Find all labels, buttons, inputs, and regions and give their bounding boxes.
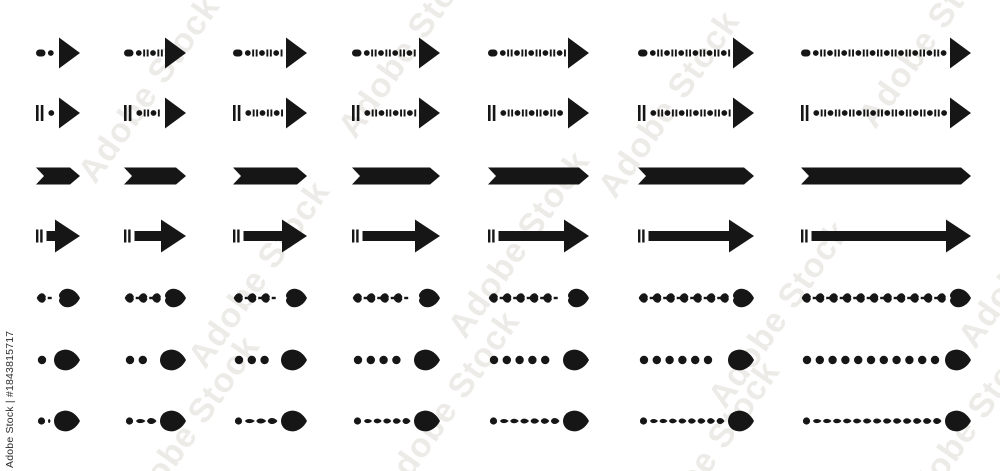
arrow-ribbon-banner-arrow-size-3	[233, 167, 307, 185]
arrow-teardrop-chain-arrow-size-7	[802, 410, 971, 432]
arrow-teardrop-chain-arrow-size-5	[489, 410, 589, 432]
arrow-dash-dot-line-arrow-size-1	[36, 37, 80, 69]
arrow-heart-chain-arrow-size-4	[352, 288, 440, 308]
arrow-teardrop-chain-arrow-size-2	[125, 410, 186, 432]
arrow-double-bar-dash-dot-arrow-size-2	[124, 97, 186, 129]
arrow-dash-dot-line-arrow-size-5	[488, 37, 589, 69]
arrow-heart-chain-arrow-size-2	[124, 288, 186, 308]
arrow-double-bar-solid-arrow-size-7	[801, 219, 971, 253]
arrow-ribbon-banner-arrow-size-2	[124, 167, 186, 185]
arrow-dash-dot-line-arrow-size-2	[124, 37, 186, 69]
arrow-teardrop-chain-arrow-size-4	[353, 410, 440, 432]
arrow-double-bar-dash-dot-arrow-size-3	[233, 97, 307, 129]
arrow-double-bar-dash-dot-arrow-size-1	[36, 97, 80, 129]
arrow-double-bar-solid-arrow-size-4	[352, 219, 440, 253]
arrow-heart-chain-arrow-size-6	[638, 288, 754, 308]
arrow-ribbon-banner-arrow-size-7	[801, 167, 971, 185]
stock-credit-text: Adobe Stock | #1843815717	[4, 330, 16, 468]
arrow-dotted-leaf-arrow-size-6	[639, 349, 754, 371]
arrow-dash-dot-line-arrow-size-3	[233, 37, 307, 69]
arrow-double-bar-solid-arrow-size-2	[124, 219, 186, 253]
arrow-dotted-leaf-arrow-size-7	[802, 349, 971, 371]
arrow-double-bar-solid-arrow-size-6	[638, 219, 754, 253]
arrow-heart-chain-arrow-size-5	[488, 288, 589, 308]
arrow-teardrop-chain-arrow-size-3	[234, 410, 307, 432]
arrow-dash-dot-line-arrow-size-4	[352, 37, 440, 69]
arrow-double-bar-dash-dot-arrow-size-6	[638, 97, 754, 129]
arrow-ribbon-banner-arrow-size-6	[638, 167, 754, 185]
arrow-heart-chain-arrow-size-3	[233, 288, 307, 308]
arrow-dotted-leaf-arrow-size-2	[125, 349, 186, 371]
arrow-ribbon-banner-arrow-size-1	[36, 167, 80, 185]
arrow-double-bar-dash-dot-arrow-size-5	[488, 97, 589, 129]
arrow-teardrop-chain-arrow-size-6	[639, 410, 754, 432]
arrow-double-bar-solid-arrow-size-3	[233, 219, 307, 253]
arrow-dotted-leaf-arrow-size-1	[37, 349, 80, 371]
arrow-heart-chain-arrow-size-7	[801, 288, 971, 308]
arrow-dotted-leaf-arrow-size-3	[234, 349, 307, 371]
arrow-dotted-leaf-arrow-size-5	[489, 349, 589, 371]
arrow-teardrop-chain-arrow-size-1	[37, 410, 80, 432]
arrow-double-bar-solid-arrow-size-5	[488, 219, 589, 253]
arrow-ribbon-banner-arrow-size-5	[488, 167, 589, 185]
arrow-double-bar-solid-arrow-size-1	[36, 219, 80, 253]
arrow-dash-dot-line-arrow-size-7	[801, 37, 971, 69]
arrow-dotted-leaf-arrow-size-4	[353, 349, 440, 371]
arrow-dash-dot-line-arrow-size-6	[638, 37, 754, 69]
arrow-double-bar-dash-dot-arrow-size-7	[801, 97, 971, 129]
arrow-heart-chain-arrow-size-1	[36, 288, 80, 308]
arrow-double-bar-dash-dot-arrow-size-4	[352, 97, 440, 129]
arrow-ribbon-banner-arrow-size-4	[352, 167, 440, 185]
